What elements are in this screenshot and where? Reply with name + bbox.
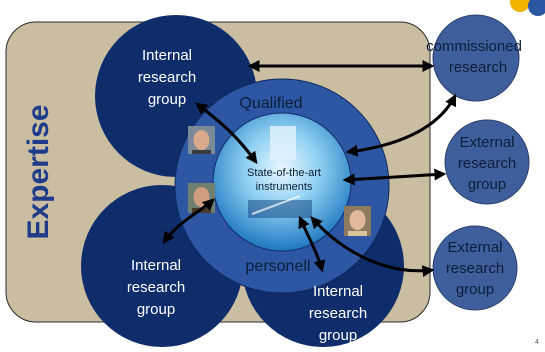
corner-logo-circle-yellow <box>510 0 530 12</box>
arrow-instruments-to-commissioned <box>345 93 457 157</box>
internal-group-top-line-2: research <box>138 69 196 86</box>
external-group-2-line-1: External <box>447 239 502 256</box>
internal-group-top-line-3: group <box>148 91 186 108</box>
commissioned-research-line-2: research <box>449 59 507 76</box>
instruments-line-2: instruments <box>256 181 313 193</box>
external-group-1-line-1: External <box>459 134 514 151</box>
instrument-base-shape <box>248 200 312 218</box>
person-photo-1 <box>188 126 215 154</box>
expertise-label: Expertise <box>22 104 55 239</box>
external-group-2-line-2: research <box>446 260 504 277</box>
internal-group-bottom-right-line-1: Internal <box>313 283 363 300</box>
commissioned-research-circle <box>432 14 520 102</box>
person-photo-3 <box>344 206 371 236</box>
external-group-1-circle <box>444 119 530 205</box>
internal-group-bottom-right-line-3: group <box>319 327 357 344</box>
page-number: 4 <box>535 339 539 346</box>
commissioned-research-line-1: commissioned <box>426 38 522 55</box>
external-group-2-line-3: group <box>456 281 494 298</box>
internal-group-bottom-left-line-1: Internal <box>131 257 181 274</box>
arrow-top-to-instruments <box>195 102 258 164</box>
internal-group-bottom-left-line-2: research <box>127 279 185 296</box>
internal-group-bottom-left-line-3: group <box>137 301 175 318</box>
internal-group-bottom-right-line-2: research <box>309 305 367 322</box>
qualified-label: Qualified <box>239 95 302 112</box>
instruments-line-1: State-of-the-art <box>247 167 321 179</box>
corner-logo-circle-blue <box>528 0 545 16</box>
instrument-arm-shape <box>251 195 301 215</box>
external-group-1-line-3: group <box>468 176 506 193</box>
instrument-column-shape <box>270 126 296 160</box>
arrow-instruments-to-bottom-left <box>162 198 215 244</box>
internal-group-top-line-1: Internal <box>142 47 192 64</box>
arrow-instruments-to-external-1 <box>342 168 447 186</box>
external-group-1-line-2: research <box>458 155 516 172</box>
arrow-instruments-to-bottom-right <box>298 215 326 273</box>
personnel-label: personell <box>246 258 311 275</box>
